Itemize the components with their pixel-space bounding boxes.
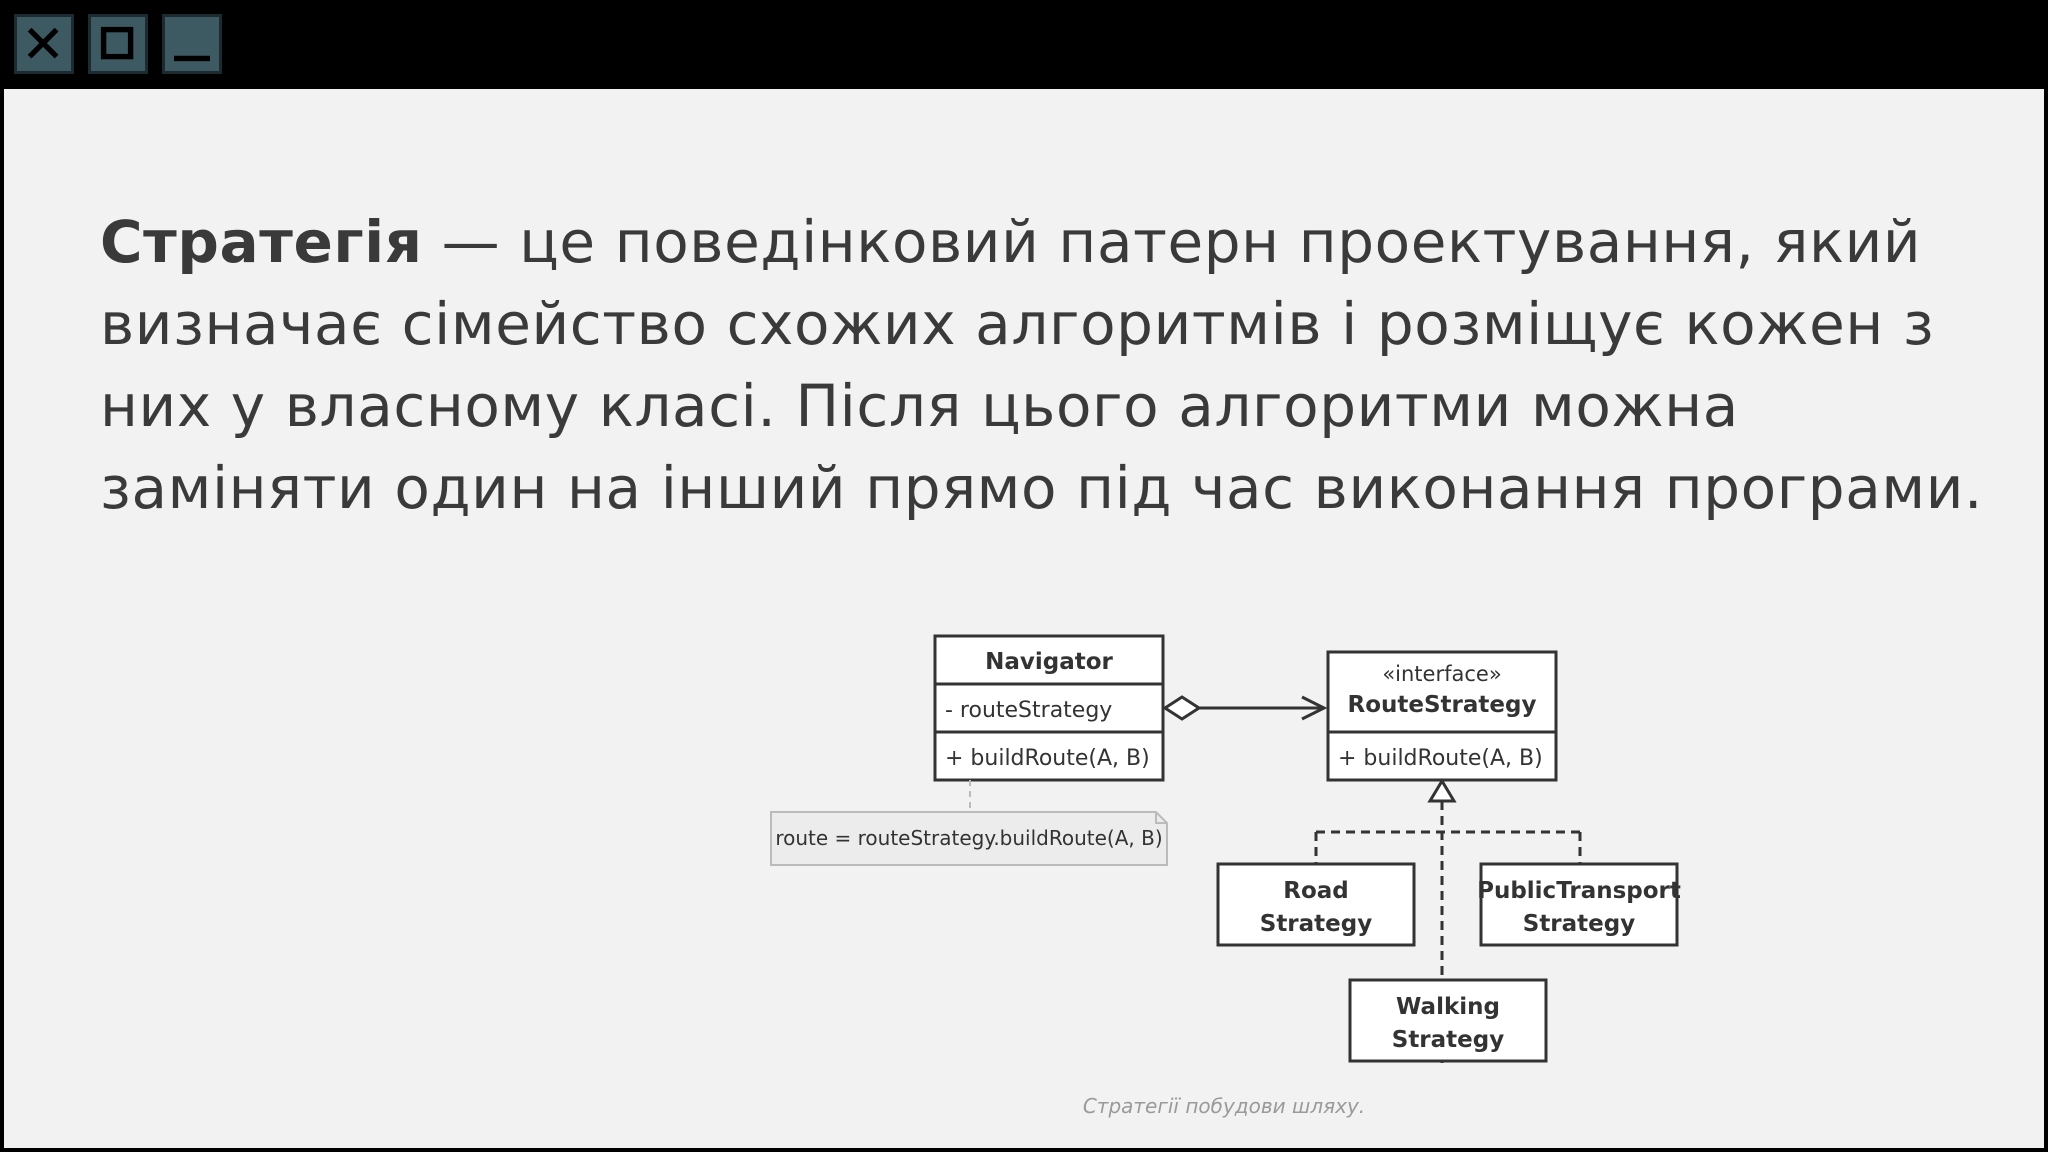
road-strategy-line2: Strategy xyxy=(1260,911,1372,937)
pattern-term: Стратегія xyxy=(100,208,423,276)
minimize-icon xyxy=(174,55,210,62)
maximize-icon xyxy=(100,26,134,60)
uml-diagram: Navigator - routeStrategy + buildRoute(A… xyxy=(770,634,1681,1066)
route-strategy-interface: «interface» RouteStrategy + buildRoute(A… xyxy=(1326,650,1558,782)
maximize-button[interactable] xyxy=(88,14,148,74)
minimize-button[interactable] xyxy=(162,14,222,74)
road-strategy-class: Road Strategy xyxy=(1216,862,1416,947)
realization-arrows xyxy=(1314,778,1582,1066)
navigator-class: Navigator - routeStrategy + buildRoute(A… xyxy=(933,634,1165,782)
interface-method: + buildRoute(A, B) xyxy=(1338,746,1543,771)
interface-name: RouteStrategy xyxy=(1348,692,1537,718)
title-bar xyxy=(0,0,2048,89)
interface-stereotype: «interface» xyxy=(1382,662,1501,686)
navigator-method: + buildRoute(A, B) xyxy=(945,746,1150,771)
close-icon xyxy=(27,27,59,59)
public-transport-strategy-line2: Strategy xyxy=(1523,911,1635,937)
walking-strategy-class: Walking Strategy xyxy=(1348,978,1548,1063)
close-button[interactable] xyxy=(14,14,74,74)
navigator-class-name: Navigator xyxy=(985,649,1113,675)
public-transport-strategy-line1: PublicTransport xyxy=(1477,878,1681,904)
definition-text: — це поведінковий патерн проектування, я… xyxy=(100,208,1984,522)
note-text: route = routeStrategy.buildRoute(A, B) xyxy=(775,826,1162,850)
aggregation-arrow xyxy=(1162,695,1328,721)
public-transport-strategy-class: PublicTransport Strategy xyxy=(1477,862,1681,947)
definition-paragraph: Стратегія — це поведінковий патерн проек… xyxy=(100,201,2000,529)
walking-strategy-line2: Strategy xyxy=(1392,1027,1504,1053)
slide-content: Стратегія — це поведінковий патерн проек… xyxy=(4,89,2044,1148)
road-strategy-line1: Road xyxy=(1283,878,1349,904)
code-note: route = routeStrategy.buildRoute(A, B) xyxy=(770,780,1168,866)
walking-strategy-line1: Walking xyxy=(1396,994,1500,1020)
navigator-field: - routeStrategy xyxy=(945,698,1112,723)
diagram-caption: Стратегії побудови шляху. xyxy=(1082,1094,1366,1118)
